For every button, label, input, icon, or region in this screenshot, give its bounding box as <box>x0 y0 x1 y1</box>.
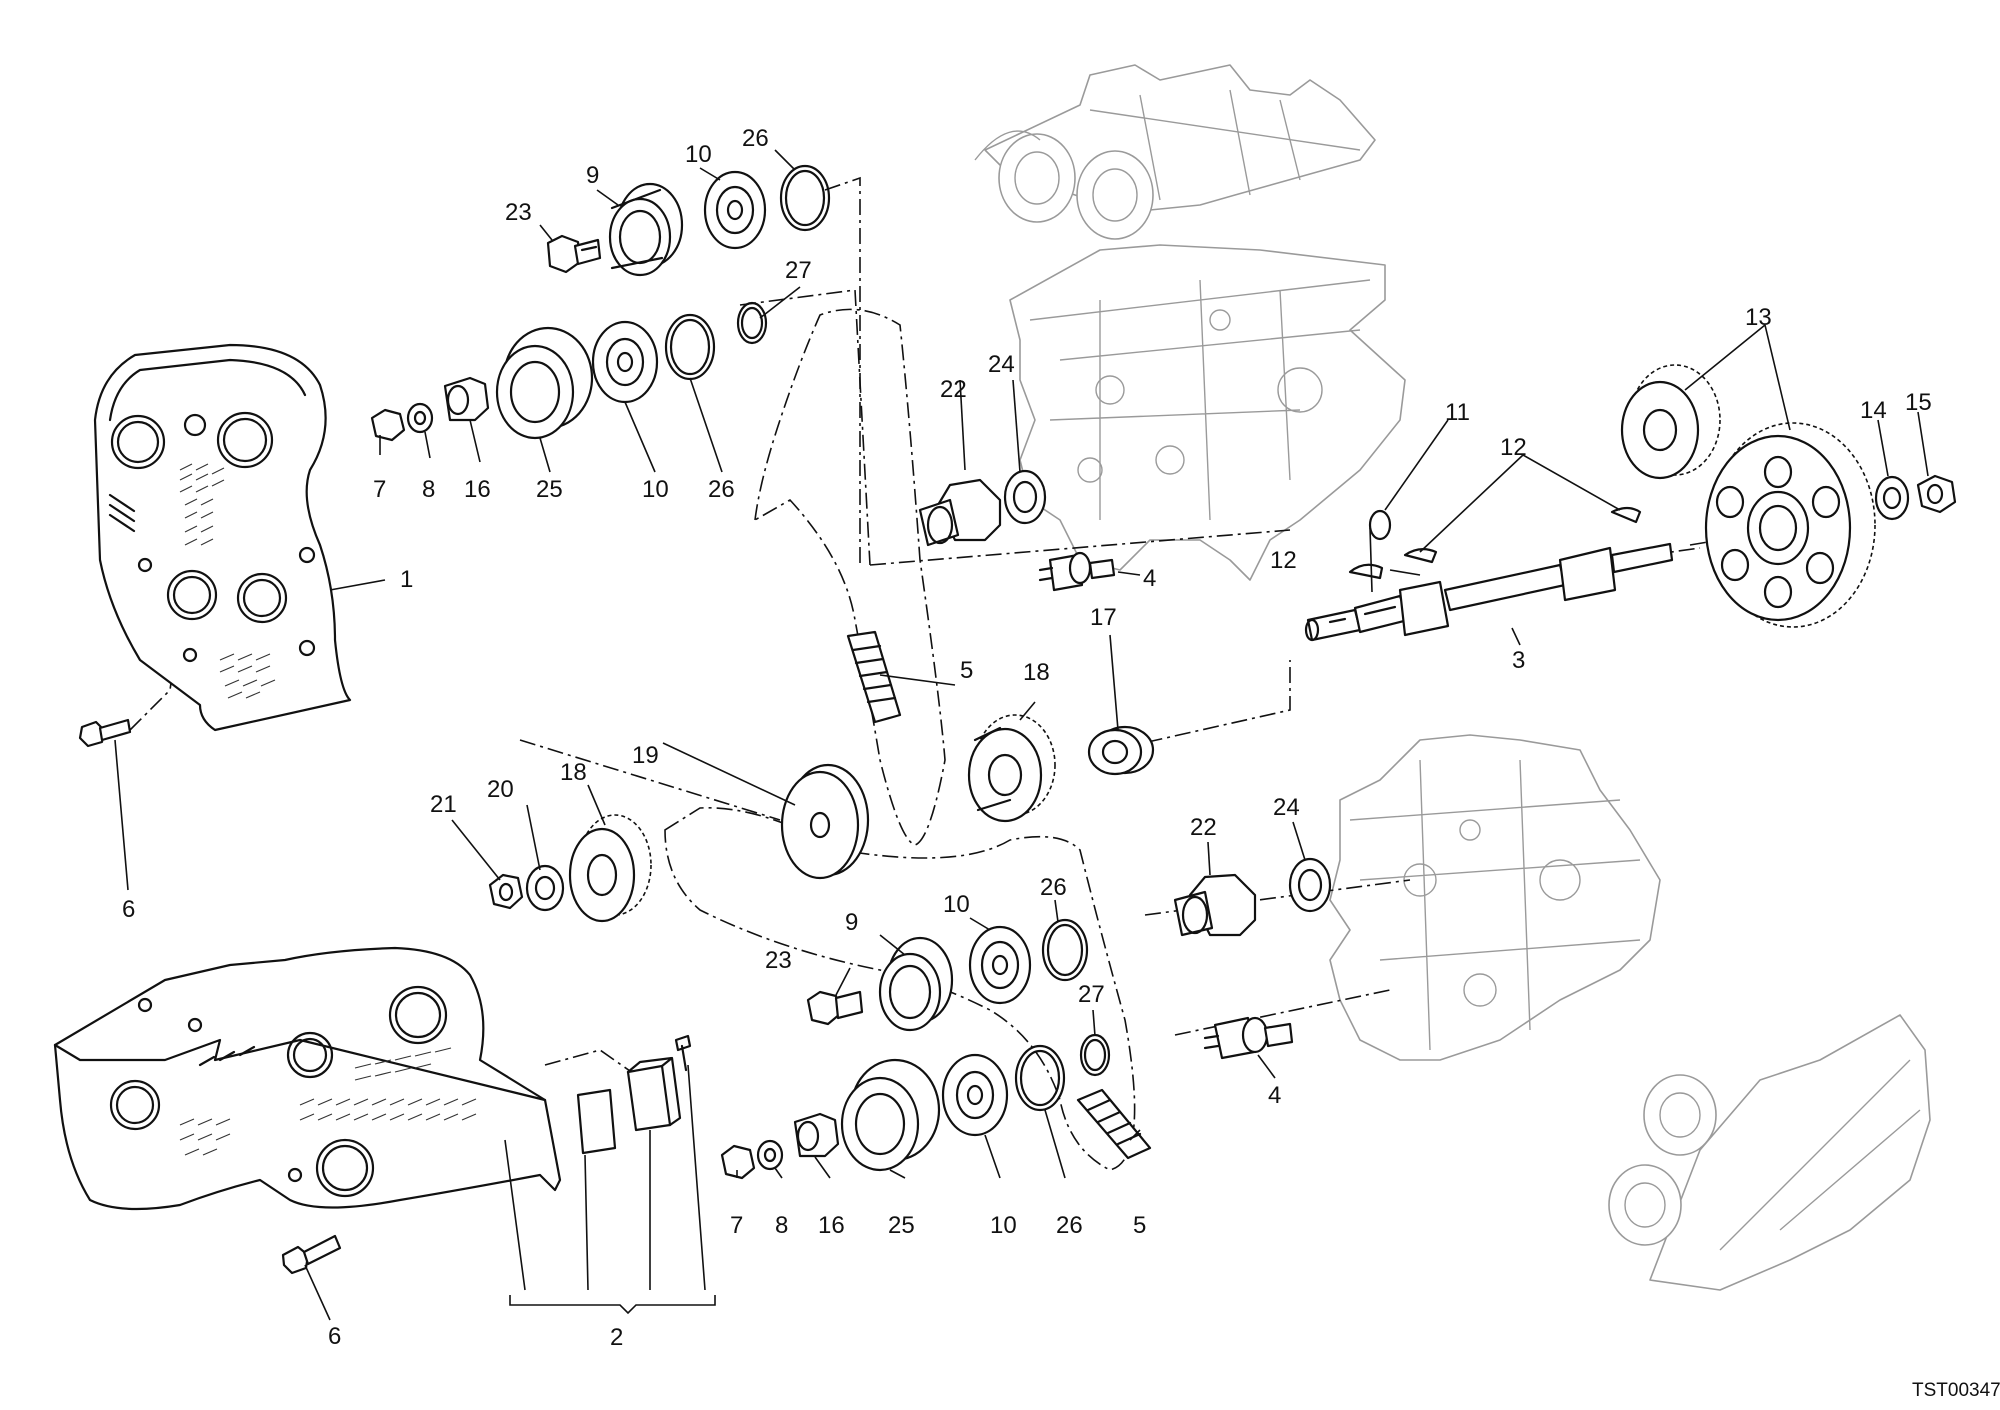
drive-pulley-18-upper <box>967 714 1056 823</box>
cylinder-head-bottom-ghost <box>1329 734 1661 1061</box>
callout-26-top: 26 <box>742 125 769 152</box>
upper-timing-cover <box>93 343 352 732</box>
callout-13: 13 <box>1745 304 1772 331</box>
camshaft-head-top-ghost <box>974 64 1376 240</box>
lower-cover-bolt <box>281 1234 342 1275</box>
upper-tensioner-bolt <box>546 234 602 274</box>
seal-24-lower <box>1288 857 1332 913</box>
lower-bolt-23 <box>806 990 864 1026</box>
nut-21 <box>488 873 524 910</box>
callout-10-lower: 10 <box>943 891 970 918</box>
callout-24-lower: 24 <box>1273 794 1300 821</box>
callout-7-lower: 7 <box>730 1212 743 1239</box>
callout-4-lower: 4 <box>1268 1082 1281 1109</box>
timing-disc-19 <box>780 763 870 880</box>
lower-bearing-10-a <box>968 925 1032 1005</box>
lower-stack-bottom-row <box>720 1033 1111 1180</box>
circlip-11 <box>1368 509 1392 541</box>
callout-25-lower: 25 <box>888 1212 915 1239</box>
upper-cover-bolt <box>78 718 132 748</box>
callout-20: 20 <box>487 776 514 803</box>
callout-10-top: 10 <box>685 141 712 168</box>
woodruff-key-12-c <box>1610 506 1642 524</box>
seal-24-upper <box>1003 469 1047 525</box>
stud-4-upper <box>1038 551 1116 592</box>
callout-4-upper: 4 <box>1143 565 1156 592</box>
lower-circlip-26-a <box>1041 918 1089 982</box>
spacer-17 <box>1087 725 1155 776</box>
upper-bearing-10 <box>703 170 767 250</box>
callout-25-upper: 25 <box>536 476 563 503</box>
callout-10-upper-row: 10 <box>642 476 669 503</box>
callout-9-upper: 9 <box>586 162 599 189</box>
callout-22-lower: 22 <box>1190 814 1217 841</box>
woodruff-key-12-a <box>1348 563 1384 580</box>
callout-1: 1 <box>400 566 413 593</box>
callout-21: 21 <box>430 791 457 818</box>
washer-14 <box>1874 475 1910 521</box>
cover-inspection-parts <box>576 1034 692 1155</box>
callout-16-lower: 16 <box>818 1212 845 1239</box>
callout-26-bottom: 26 <box>1056 1212 1083 1239</box>
callout-18-lower: 18 <box>560 759 587 786</box>
leader-lines <box>114 149 1929 1321</box>
rear-pulley-22-lower <box>1173 873 1257 937</box>
callout-17: 17 <box>1090 604 1117 631</box>
callout-12-left: 12 <box>1270 547 1297 574</box>
nut-15 <box>1916 474 1957 514</box>
callout-12-right: 12 <box>1500 434 1527 461</box>
callout-7-upper: 7 <box>373 476 386 503</box>
callout-27-upper: 27 <box>785 257 812 284</box>
callout-15: 15 <box>1905 389 1932 416</box>
callout-8-lower: 8 <box>775 1212 788 1239</box>
callout-5-upper: 5 <box>960 657 973 684</box>
camshaft-gear-13-small <box>1620 364 1721 480</box>
callout-5-lower: 5 <box>1133 1212 1146 1239</box>
callout-10-bottom: 10 <box>990 1212 1017 1239</box>
washer-20 <box>525 864 565 912</box>
callout-3: 3 <box>1512 647 1525 674</box>
callout-8-upper: 8 <box>422 476 435 503</box>
lower-tensioner-pulley-9 <box>878 936 954 1032</box>
lower-timing-cover <box>53 946 562 1211</box>
cylinder-head-top-ghost <box>1009 244 1406 581</box>
callout-labels: 1 6 6 2 23 9 10 26 27 7 8 16 25 10 26 22… <box>122 125 1932 1351</box>
callout-11: 11 <box>1445 399 1470 426</box>
upper-circlip-26 <box>779 164 831 232</box>
camshaft-3 <box>1304 542 1674 642</box>
rear-pulley-22-upper <box>918 478 1002 547</box>
callout-19: 19 <box>632 742 659 769</box>
callout-6-upper: 6 <box>122 896 135 923</box>
figure-code: TST00347 <box>1912 1380 2000 1401</box>
callout-18-upper: 18 <box>1023 659 1050 686</box>
callout-23-upper: 23 <box>505 199 532 226</box>
callout-24-upper: 24 <box>988 351 1015 378</box>
callout-22-upper: 22 <box>940 376 967 403</box>
callout-9-lower: 9 <box>845 909 858 936</box>
drive-pulley-18-lower <box>568 814 652 923</box>
callout-26-upper-row: 26 <box>708 476 735 503</box>
camshaft-gear-13-large <box>1704 422 1876 628</box>
callout-27-lower: 27 <box>1078 981 1105 1008</box>
lower-stack-upper-row <box>370 301 768 442</box>
callout-26-lower: 26 <box>1040 874 1067 901</box>
upper-tensioner-pulley <box>608 182 684 277</box>
stud-4-lower <box>1203 1016 1294 1060</box>
upper-timing-belt-segment <box>846 630 902 724</box>
callout-2: 2 <box>610 1324 623 1351</box>
callout-14: 14 <box>1860 397 1887 424</box>
camshaft-head-bottom-ghost <box>1608 1014 1931 1291</box>
callout-6-lower: 6 <box>328 1323 341 1350</box>
callout-16-upper: 16 <box>464 476 491 503</box>
lower-timing-belt-segment <box>1076 1088 1152 1160</box>
callout-23-lower: 23 <box>765 947 792 974</box>
